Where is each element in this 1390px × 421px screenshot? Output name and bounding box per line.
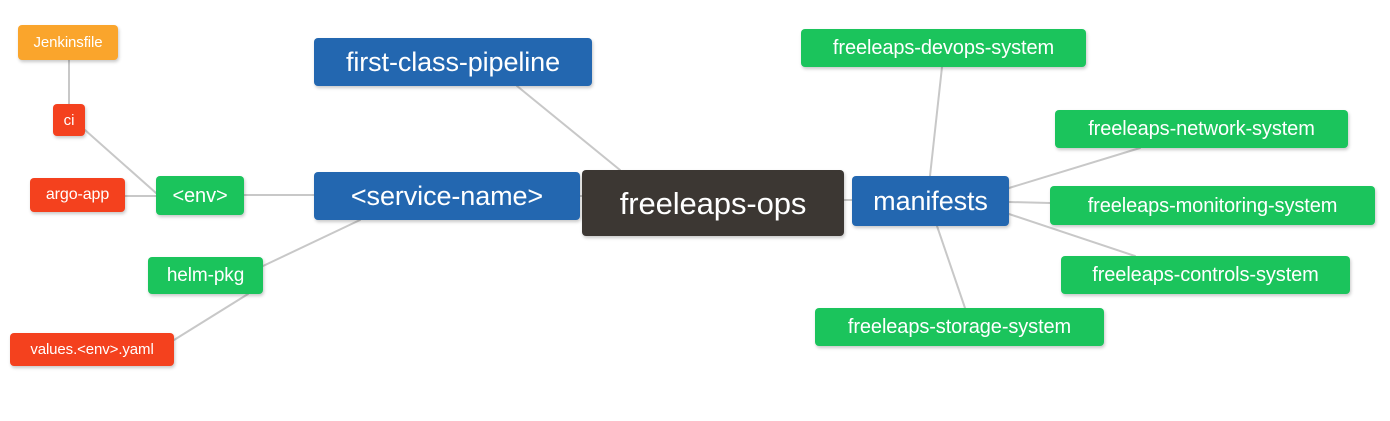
node-env[interactable]: <env>: [156, 176, 244, 215]
edge-manifests-to-freeleaps-monitoring-system: [1008, 201, 1051, 204]
node-values-yaml[interactable]: values.<env>.yaml: [10, 333, 174, 366]
node-helm-pkg[interactable]: helm-pkg: [148, 257, 263, 294]
node-freeleaps-ops[interactable]: freeleaps-ops: [582, 170, 844, 236]
edge-freeleaps-devops-system-to-manifests: [929, 66, 943, 177]
node-ci[interactable]: ci: [53, 104, 85, 136]
node-first-class-pipeline[interactable]: first-class-pipeline: [314, 38, 592, 86]
node-service-name[interactable]: <service-name>: [314, 172, 580, 220]
node-freeleaps-devops-system[interactable]: freeleaps-devops-system: [801, 29, 1086, 67]
node-manifests[interactable]: manifests: [852, 176, 1009, 226]
edge-manifests-to-freeleaps-storage-system: [936, 225, 966, 309]
node-freeleaps-controls-system[interactable]: freeleaps-controls-system: [1061, 256, 1350, 294]
edge-values-yaml-to-helm-pkg: [173, 293, 249, 341]
node-jenkinsfile[interactable]: Jenkinsfile: [18, 25, 118, 60]
node-argo-app[interactable]: argo-app: [30, 178, 125, 212]
edge-helm-pkg-to-service-name: [262, 219, 361, 267]
node-freeleaps-storage-system[interactable]: freeleaps-storage-system: [815, 308, 1104, 346]
edge-first-class-pipeline-to-freeleaps-ops: [516, 85, 621, 171]
node-freeleaps-monitoring-system[interactable]: freeleaps-monitoring-system: [1050, 186, 1375, 225]
edge-manifests-to-freeleaps-network-system: [1008, 147, 1141, 189]
node-freeleaps-network-system[interactable]: freeleaps-network-system: [1055, 110, 1348, 148]
